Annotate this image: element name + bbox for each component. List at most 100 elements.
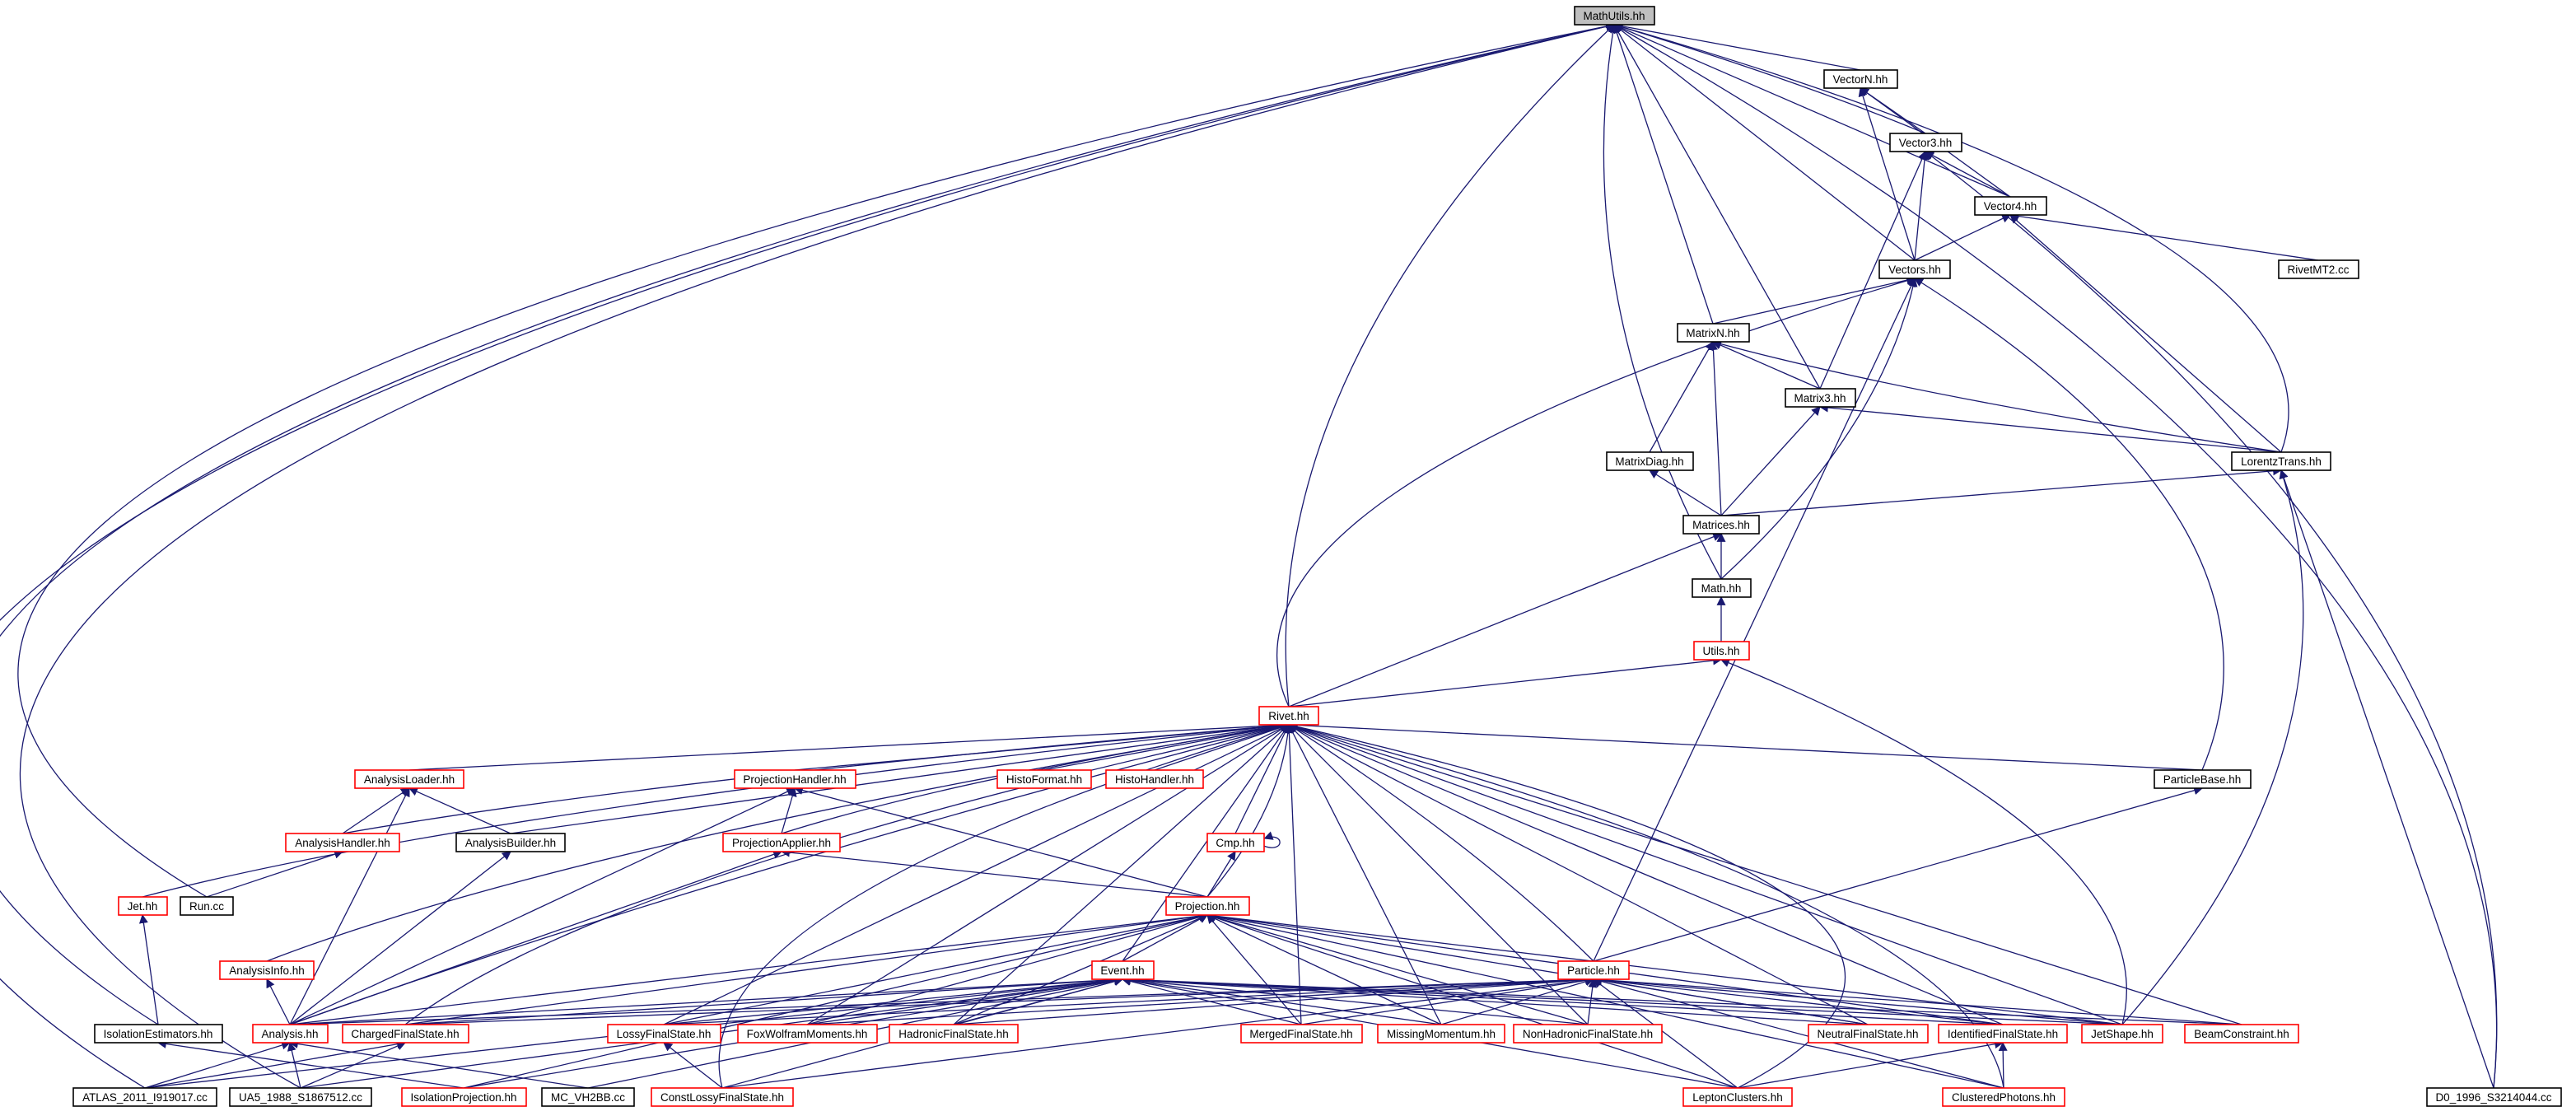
node-missingmomentum[interactable]: MissingMomentum.hh bbox=[1377, 1024, 1505, 1044]
edge-ua5-to-analysis bbox=[287, 1041, 301, 1089]
node-label: Event.hh bbox=[1100, 964, 1144, 977]
node-label: Vector3.hh bbox=[1899, 137, 1953, 149]
edge-rivet-to-vectors bbox=[1276, 276, 1916, 707]
node-vectorn[interactable]: VectorN.hh bbox=[1823, 69, 1898, 89]
node-label: LossyFinalState.hh bbox=[617, 1028, 712, 1040]
node-projectionhandler[interactable]: ProjectionHandler.hh bbox=[734, 769, 856, 789]
node-vector3[interactable]: Vector3.hh bbox=[1889, 133, 1962, 152]
node-clusteredphotons[interactable]: ClusteredPhotons.hh bbox=[1942, 1087, 2065, 1107]
node-box bbox=[2184, 1024, 2299, 1044]
node-matrices[interactable]: Matrices.hh bbox=[1682, 515, 1760, 535]
node-isolationprojection[interactable]: IsolationProjection.hh bbox=[401, 1087, 527, 1107]
node-leptonclusters[interactable]: LeptonClusters.hh bbox=[1682, 1087, 1793, 1107]
node-label: Cmp.hh bbox=[1216, 837, 1254, 849]
node-label: AnalysisInfo.hh bbox=[229, 964, 305, 977]
node-projectionapplier[interactable]: ProjectionApplier.hh bbox=[722, 833, 841, 852]
node-box bbox=[229, 1087, 372, 1107]
edge-nonhadronicfinalstate-to-particle bbox=[1587, 978, 1598, 1025]
node-particle[interactable]: Particle.hh bbox=[1557, 960, 1630, 980]
edge-identifiedfinalstate-to-event bbox=[1121, 975, 2004, 1025]
node-label: IdentifiedFinalState.hh bbox=[1948, 1028, 2058, 1040]
edge-beamconstraint-to-rivet bbox=[1287, 722, 2242, 1025]
edge-atlas-to-mathutils bbox=[0, 21, 1616, 1089]
node-d0[interactable]: D0_1996_S3214044.cc bbox=[2426, 1087, 2562, 1107]
edge-nonhadronicfinalstate-to-projection bbox=[1206, 913, 1589, 1025]
edge-analysisbuilder-to-rivet bbox=[510, 721, 1290, 834]
node-label: AnalysisBuilder.hh bbox=[465, 837, 556, 849]
node-cmp[interactable]: Cmp.hh bbox=[1206, 833, 1265, 852]
node-box bbox=[1808, 1024, 1929, 1044]
node-box bbox=[1258, 706, 1319, 726]
edge-jetshape-to-projection bbox=[1206, 911, 2123, 1025]
node-lossyfinalstate[interactable]: LossyFinalState.hh bbox=[607, 1024, 721, 1044]
node-nonhadronicfinalstate[interactable]: NonHadronicFinalState.hh bbox=[1513, 1024, 1663, 1044]
edge-identifiedfinalstate-to-rivet bbox=[1287, 723, 2004, 1025]
node-box bbox=[607, 1024, 721, 1044]
node-neutralfinalstate[interactable]: NeutralFinalState.hh bbox=[1808, 1024, 1929, 1044]
node-box bbox=[401, 1087, 527, 1107]
node-box bbox=[1206, 833, 1265, 852]
edge-leptonclusters-to-projection bbox=[1206, 913, 1738, 1089]
node-atlas[interactable]: ATLAS_2011_I919017.cc bbox=[72, 1087, 217, 1107]
node-hadronicfinalstate[interactable]: HadronicFinalState.hh bbox=[889, 1024, 1019, 1044]
node-analysisloader[interactable]: AnalysisLoader.hh bbox=[354, 769, 464, 789]
edge-mergedfinalstate-to-projection bbox=[1206, 914, 1302, 1025]
node-ua5[interactable]: UA5_1988_S1867512.cc bbox=[229, 1087, 372, 1107]
edge-particlebase-to-vectors bbox=[1914, 278, 2224, 771]
node-histohandler[interactable]: HistoHandler.hh bbox=[1105, 769, 1204, 789]
edge-rivet-to-matrices bbox=[1288, 532, 1723, 707]
node-analysishandler[interactable]: AnalysisHandler.hh bbox=[285, 833, 400, 852]
node-histoformat[interactable]: HistoFormat.hh bbox=[996, 769, 1092, 789]
node-rivet[interactable]: Rivet.hh bbox=[1258, 706, 1319, 726]
edge-constlossy-to-particle bbox=[721, 975, 1595, 1089]
edge-foxwolfram-to-projection bbox=[806, 913, 1209, 1025]
node-particlebase[interactable]: ParticleBase.hh bbox=[2154, 769, 2252, 789]
node-box bbox=[1606, 451, 1694, 471]
node-analysisbuilder[interactable]: AnalysisBuilder.hh bbox=[455, 833, 566, 852]
edge-analysis-to-projectionapplier bbox=[289, 850, 783, 1025]
node-run[interactable]: Run.cc bbox=[180, 896, 234, 916]
node-mcvh2bb[interactable]: MC_VH2BB.cc bbox=[541, 1087, 635, 1107]
node-identifiedfinalstate[interactable]: IdentifiedFinalState.hh bbox=[1938, 1024, 2068, 1044]
node-jet[interactable]: Jet.hh bbox=[118, 896, 168, 916]
edge-clusteredphotons-to-particle bbox=[1592, 977, 2004, 1089]
node-box bbox=[252, 1024, 329, 1044]
node-isolationestimators[interactable]: IsolationEstimators.hh bbox=[94, 1024, 223, 1044]
node-mergedfinalstate[interactable]: MergedFinalState.hh bbox=[1240, 1024, 1363, 1044]
edge-hadronicfinalstate-to-projection bbox=[953, 913, 1209, 1025]
node-analysisinfo[interactable]: AnalysisInfo.hh bbox=[219, 960, 315, 980]
node-chargedfinalstate[interactable]: ChargedFinalState.hh bbox=[342, 1024, 469, 1044]
node-foxwolfram[interactable]: FoxWolframMoments.hh bbox=[737, 1024, 878, 1044]
node-beamconstraint[interactable]: BeamConstraint.hh bbox=[2184, 1024, 2299, 1044]
edge-clusteredphotons-to-identifiedfinalstate bbox=[1998, 1041, 2008, 1089]
node-analysis[interactable]: Analysis.hh bbox=[252, 1024, 329, 1044]
node-mathutils[interactable]: MathUtils.hh bbox=[1574, 6, 1655, 26]
edge-missingmomentum-to-rivet bbox=[1288, 724, 1442, 1025]
edge-analysishandler-to-analysisloader bbox=[342, 787, 410, 834]
node-math[interactable]: Math.hh bbox=[1692, 578, 1752, 598]
edge-chargedfinalstate-to-rivet bbox=[404, 721, 1290, 1025]
edge-vector4-to-mathutils bbox=[1612, 23, 2011, 198]
edge-vectors-to-vector3 bbox=[1914, 150, 1930, 261]
node-box bbox=[1165, 896, 1250, 916]
node-label: RivetMT2.cc bbox=[2287, 264, 2349, 276]
node-projection[interactable]: Projection.hh bbox=[1165, 896, 1250, 916]
node-event[interactable]: Event.hh bbox=[1091, 960, 1155, 980]
node-box bbox=[455, 833, 566, 852]
node-vectors[interactable]: Vectors.hh bbox=[1878, 259, 1951, 279]
node-matrixdiag[interactable]: MatrixDiag.hh bbox=[1606, 451, 1694, 471]
node-label: AnalysisHandler.hh bbox=[295, 837, 390, 849]
edge-rivet-to-mathutils bbox=[1285, 24, 1615, 707]
node-label: Run.cc bbox=[189, 900, 224, 913]
edge-run-to-mathutils bbox=[17, 21, 1616, 898]
edge-jetshape-to-rivet bbox=[1287, 723, 2123, 1025]
node-rivetmt2[interactable]: RivetMT2.cc bbox=[2278, 259, 2359, 279]
node-matrixn[interactable]: MatrixN.hh bbox=[1677, 323, 1750, 343]
edge-jet-to-rivet bbox=[142, 721, 1290, 898]
node-utils[interactable]: Utils.hh bbox=[1693, 641, 1750, 661]
node-jetshape[interactable]: JetShape.hh bbox=[2081, 1024, 2163, 1044]
node-lorentztrans[interactable]: LorentzTrans.hh bbox=[2231, 451, 2331, 471]
node-vector4[interactable]: Vector4.hh bbox=[1974, 196, 2047, 216]
node-matrix3[interactable]: Matrix3.hh bbox=[1785, 388, 1856, 408]
node-constlossy[interactable]: ConstLossyFinalState.hh bbox=[651, 1087, 794, 1107]
